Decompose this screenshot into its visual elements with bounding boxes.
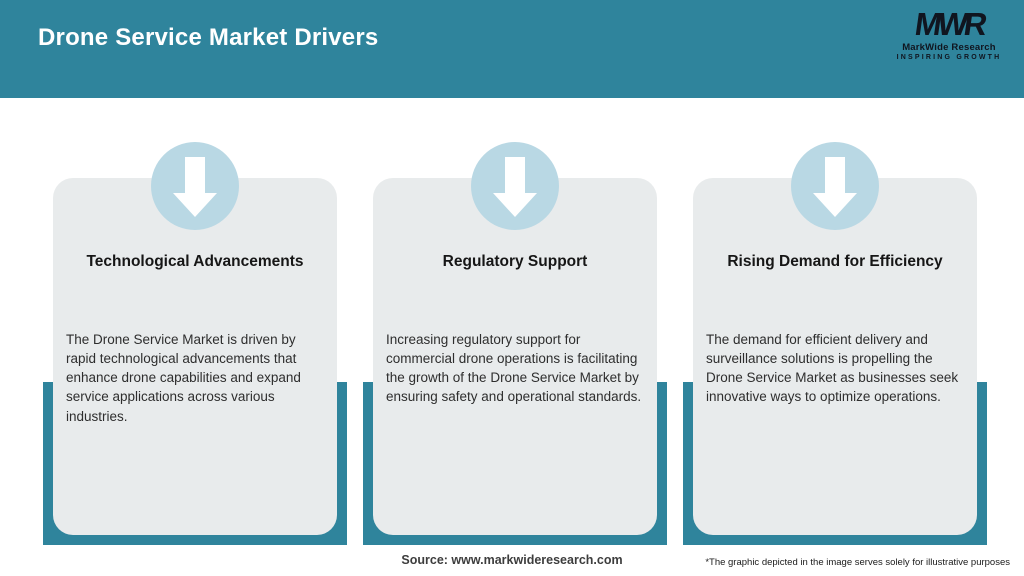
card-body-text: The Drone Service Market is driven by ra… bbox=[66, 332, 301, 424]
driver-card-rising-demand-for-efficiency: Rising Demand for Efficiency The demand … bbox=[683, 0, 987, 576]
page-title: Drone Service Market Drivers bbox=[38, 24, 379, 51]
logo-tagline: INSPIRING GROWTH bbox=[896, 53, 1002, 61]
card-body-text: Increasing regulatory support for commer… bbox=[386, 332, 642, 405]
driver-card-regulatory-support: Regulatory Support Increasing regulatory… bbox=[363, 0, 667, 576]
card-panel bbox=[693, 178, 977, 535]
card-body-text: The demand for efficient delivery and su… bbox=[706, 332, 959, 405]
header-bar: Drone Service Market Drivers MWR MarkWid… bbox=[0, 0, 1024, 98]
down-arrow-icon bbox=[151, 142, 239, 230]
down-arrow-icon bbox=[471, 142, 559, 230]
driver-card-technological-advancements: Technological Advancements The Drone Ser… bbox=[43, 0, 347, 576]
disclaimer-text: *The graphic depicted in the image serve… bbox=[705, 557, 1010, 568]
logo-name: MarkWide Research bbox=[902, 41, 996, 53]
markwide-research-logo: MWR MarkWide Research INSPIRING GROWTH bbox=[894, 6, 1004, 61]
card-title: Regulatory Support bbox=[442, 253, 588, 270]
card-panel bbox=[53, 178, 337, 535]
source-link-text: Source: www.markwideresearch.com bbox=[401, 553, 623, 567]
down-arrow-icon bbox=[791, 142, 879, 230]
card-panel bbox=[373, 178, 657, 535]
card-title: Rising Demand for Efficiency bbox=[727, 253, 943, 270]
card-title: Technological Advancements bbox=[86, 253, 304, 270]
